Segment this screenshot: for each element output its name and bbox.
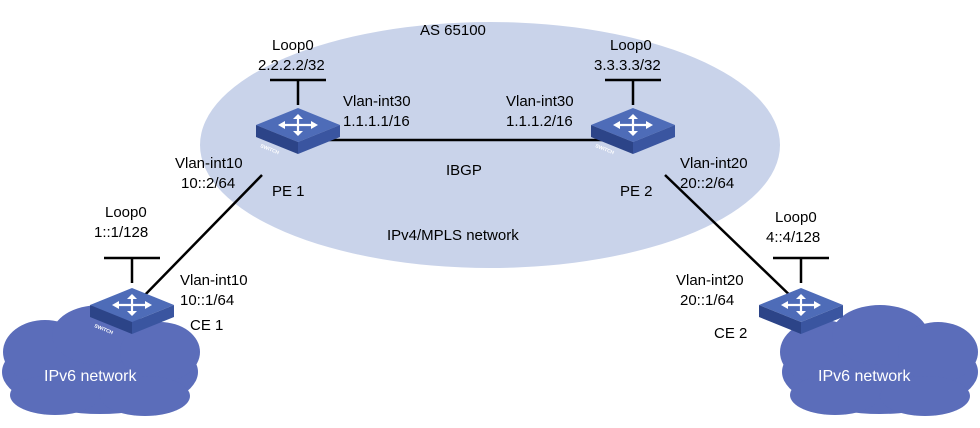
- pe1-edge-if: Vlan-int10: [175, 155, 243, 172]
- links: [104, 78, 829, 306]
- ce2-edge-if: Vlan-int20: [676, 272, 744, 289]
- pe1-loop-if: Loop0: [272, 37, 314, 54]
- ce2-loop-if: Loop0: [775, 209, 817, 226]
- pe2-loop-addr: 3.3.3.3/32: [594, 57, 661, 74]
- pe2-edge-addr: 20::2/64: [680, 175, 734, 192]
- pe1-core-if: Vlan-int30: [343, 93, 411, 110]
- ce1-name: CE 1: [190, 317, 223, 334]
- ce1-loop-addr: 1::1/128: [94, 224, 148, 241]
- ce2-name: CE 2: [714, 325, 747, 342]
- ce1-loop-if: Loop0: [105, 204, 147, 221]
- pe2-edge-if: Vlan-int20: [680, 155, 748, 172]
- pe2-core-addr: 1.1.1.2/16: [506, 113, 573, 130]
- pe1-loop-addr: 2.2.2.2/32: [258, 57, 325, 74]
- ce1-edge-addr: 10::1/64: [180, 292, 234, 309]
- right-cloud: [780, 305, 978, 416]
- pe1-core-addr: 1.1.1.1/16: [343, 113, 410, 130]
- ce2-loop-addr: 4::4/128: [766, 229, 820, 246]
- pe2-name: PE 2: [620, 183, 653, 200]
- left-cloud-label: IPv6 network: [44, 368, 137, 385]
- pe1-name: PE 1: [272, 183, 305, 200]
- link-pe2-ce2: [664, 174, 801, 306]
- left-cloud: [2, 305, 200, 416]
- ce2-edge-addr: 20::1/64: [680, 292, 734, 309]
- pe1-edge-addr: 10::2/64: [181, 175, 235, 192]
- ce1-edge-if: Vlan-int10: [180, 272, 248, 289]
- link-pe1-ce1: [139, 174, 263, 301]
- pe2-core-if: Vlan-int30: [506, 93, 574, 110]
- as-label: AS 65100: [420, 22, 486, 39]
- pe2-loop-if: Loop0: [610, 37, 652, 54]
- ibgp-label: IBGP: [446, 162, 482, 179]
- core-network-label: IPv4/MPLS network: [387, 227, 519, 244]
- core-network-area: [200, 22, 780, 268]
- right-cloud-label: IPv6 network: [818, 368, 911, 385]
